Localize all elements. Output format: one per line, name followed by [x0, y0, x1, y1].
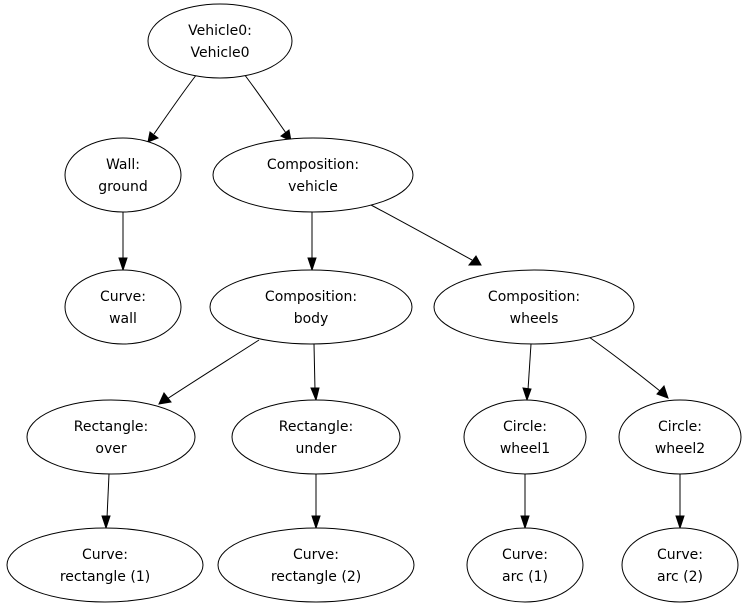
node-label-line2: rectangle (1) [60, 569, 150, 585]
edge-line [588, 336, 661, 392]
edge-composition_body-to-rectangle_over [158, 339, 260, 405]
graph-node-curve_arc_1[interactable]: Curve: arc (1) [466, 527, 584, 603]
graph-node-wall_ground[interactable]: Wall: ground [64, 137, 182, 213]
node-ellipse [618, 399, 742, 475]
edge-line [106, 473, 110, 519]
edge-circle_wheel1-to-curve_arc_1 [520, 474, 530, 530]
node-label-line1: Curve: [502, 547, 548, 563]
edge-line [153, 73, 198, 135]
node-label-line2: wall [109, 311, 137, 327]
arrowhead-icon [656, 385, 669, 399]
arrowhead-icon [118, 257, 128, 272]
node-ellipse [466, 527, 584, 603]
edge-composition_body-to-rectangle_under [310, 343, 320, 402]
node-label-line2: vehicle [288, 179, 338, 195]
edge-line [527, 343, 532, 391]
edge-line [166, 339, 260, 400]
arrowhead-icon [310, 387, 320, 402]
edges-layer [101, 73, 685, 530]
arrowhead-icon [147, 131, 160, 143]
node-label-line2: wheel1 [500, 441, 550, 457]
arrowhead-icon [675, 515, 685, 530]
node-ellipse [217, 527, 415, 603]
arrowhead-icon [307, 257, 317, 272]
node-label-line1: Rectangle: [74, 419, 148, 435]
graph-node-composition_body[interactable]: Composition: body [209, 269, 413, 345]
edge-vehicle0-to-wall_ground [147, 73, 198, 143]
graph-node-vehicle0[interactable]: Vehicle0: Vehicle0 [147, 3, 293, 79]
node-label-line1: Curve: [293, 547, 339, 563]
node-label-line2: rectangle (2) [271, 569, 361, 585]
arrowhead-icon [522, 387, 532, 402]
node-ellipse [64, 137, 182, 213]
node-ellipse [433, 269, 635, 345]
node-label-line2: arc (2) [657, 569, 703, 585]
node-ellipse [147, 3, 293, 79]
node-ellipse [463, 399, 587, 475]
node-label-line1: Vehicle0: [188, 23, 252, 39]
edge-line [313, 343, 316, 391]
node-ellipse [6, 527, 204, 603]
edge-composition_vehicle-to-composition_wheels [370, 204, 482, 266]
node-ellipse [212, 137, 414, 213]
node-label-line1: Composition: [488, 289, 580, 305]
graph-node-circle_wheel2[interactable]: Circle: wheel2 [618, 399, 742, 475]
edge-composition_wheels-to-circle_wheel2 [588, 336, 669, 399]
node-label-line2: Vehicle0 [191, 45, 250, 61]
node-label-line2: wheel2 [655, 441, 705, 457]
node-label-line2: under [295, 441, 336, 457]
node-label-line2: over [95, 441, 126, 457]
edge-rectangle_under-to-curve_rectangle_2 [311, 474, 321, 530]
graph-node-rectangle_under[interactable]: Rectangle: under [231, 399, 401, 475]
edge-rectangle_over-to-curve_rectangle_1 [101, 473, 111, 530]
node-label-line1: Curve: [82, 547, 128, 563]
node-ellipse [621, 527, 739, 603]
node-label-line1: Circle: [658, 419, 702, 435]
graph-node-curve_wall[interactable]: Curve: wall [64, 269, 182, 345]
graph-node-composition_wheels[interactable]: Composition: wheels [433, 269, 635, 345]
arrowhead-icon [520, 515, 530, 530]
node-label-line1: Circle: [503, 419, 547, 435]
node-label-line2: arc (1) [502, 569, 548, 585]
edge-wall_ground-to-curve_wall [118, 212, 128, 272]
graph-node-curve_rectangle_1[interactable]: Curve: rectangle (1) [6, 527, 204, 603]
node-label-line2: ground [98, 179, 148, 195]
node-label-line1: Wall: [106, 157, 140, 173]
arrowhead-icon [311, 515, 321, 530]
edge-composition_wheels-to-circle_wheel1 [522, 343, 532, 402]
node-ellipse [209, 269, 413, 345]
node-label-line1: Composition: [267, 157, 359, 173]
node-label-line1: Composition: [265, 289, 357, 305]
node-ellipse [26, 399, 196, 475]
node-ellipse [231, 399, 401, 475]
graph-node-rectangle_over[interactable]: Rectangle: over [26, 399, 196, 475]
arrowhead-icon [158, 392, 172, 405]
edge-circle_wheel2-to-curve_arc_2 [675, 474, 685, 530]
edge-line [243, 73, 287, 134]
node-label-line1: Rectangle: [279, 419, 353, 435]
nodes-layer: Vehicle0:Vehicle0Wall:groundComposition:… [6, 3, 742, 603]
edge-vehicle0-to-composition_vehicle [243, 73, 292, 142]
node-label-line1: Curve: [657, 547, 703, 563]
arrowhead-icon [467, 255, 482, 266]
graph-node-composition_vehicle[interactable]: Composition: vehicle [212, 137, 414, 213]
graph-node-curve_rectangle_2[interactable]: Curve: rectangle (2) [217, 527, 415, 603]
arrowhead-icon [101, 515, 111, 530]
node-label-line1: Curve: [100, 289, 146, 305]
node-label-line2: body [294, 311, 329, 327]
edge-composition_vehicle-to-composition_body [307, 212, 317, 272]
graph-node-circle_wheel1[interactable]: Circle: wheel1 [463, 399, 587, 475]
edge-line [370, 204, 473, 261]
node-label-line2: wheels [510, 311, 559, 327]
node-ellipse [64, 269, 182, 345]
graph-node-curve_arc_2[interactable]: Curve: arc (2) [621, 527, 739, 603]
arrowhead-icon [280, 129, 292, 142]
